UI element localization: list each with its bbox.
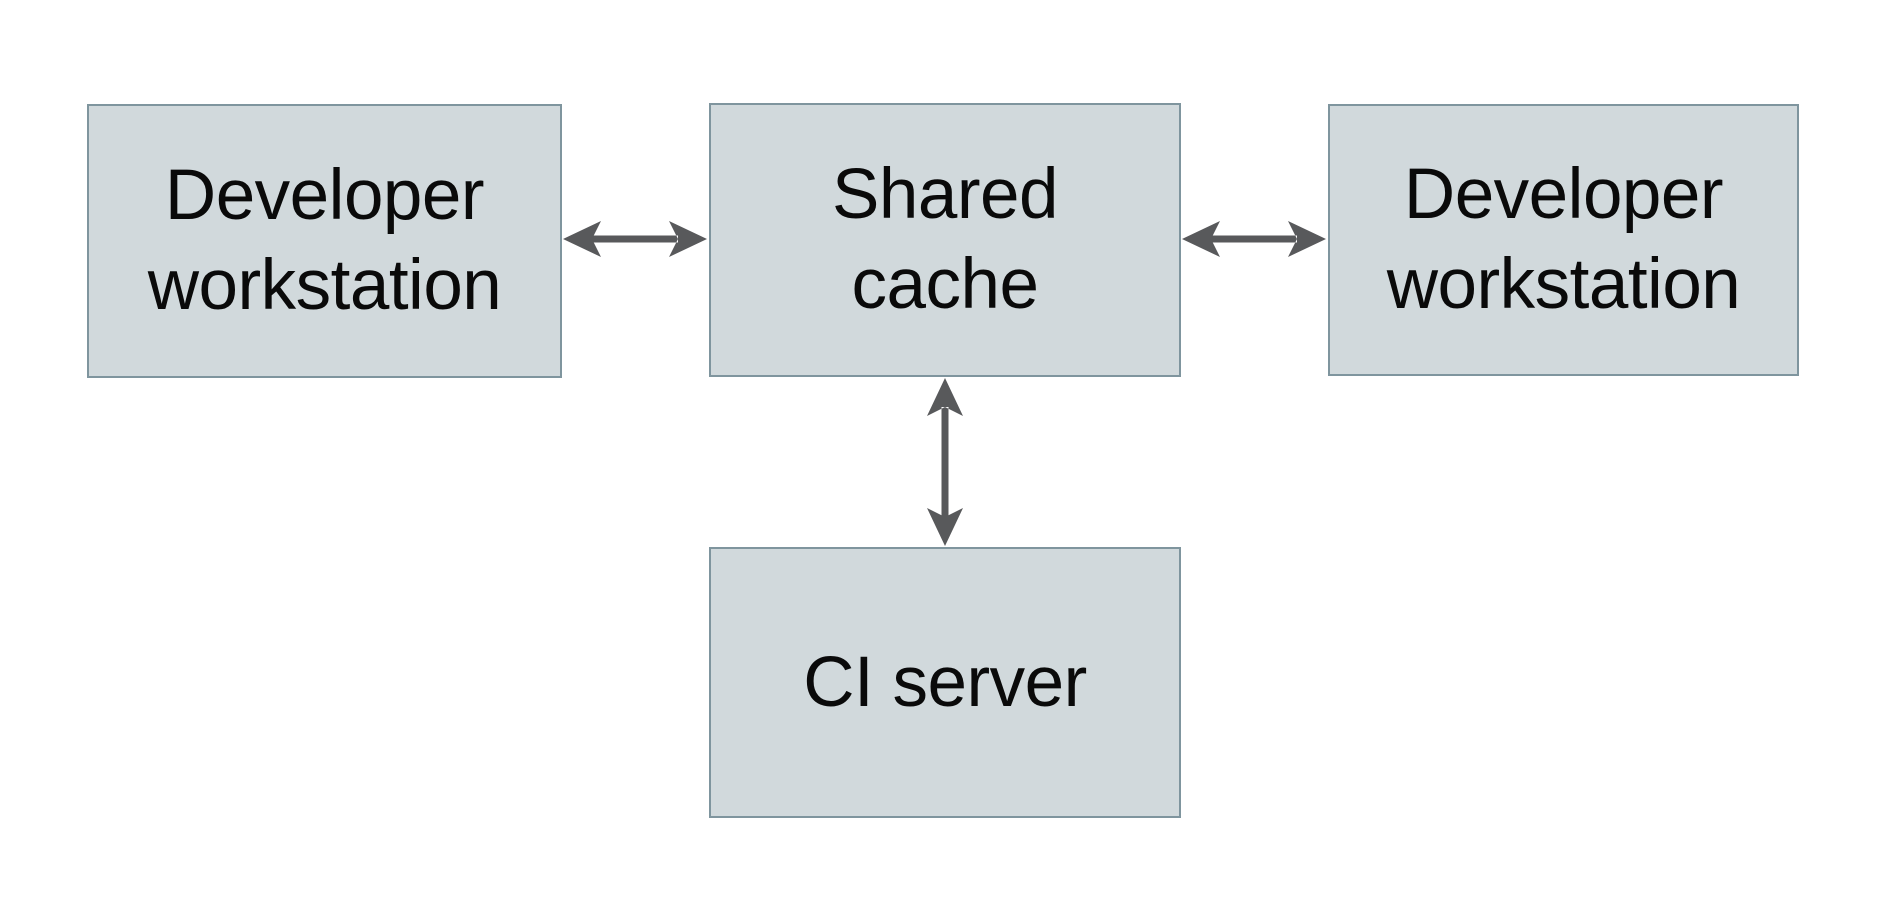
- node-developer-workstation-left: Developer workstation: [87, 104, 562, 378]
- node-developer-workstation-right-label: Developer workstation: [1386, 155, 1741, 324]
- node-shared-cache-label: Shared cache: [832, 155, 1058, 324]
- node-developer-workstation-left-label: Developer workstation: [147, 156, 502, 325]
- double-arrow-left-workstation-shared-cache: [563, 221, 707, 257]
- node-developer-workstation-right: Developer workstation: [1328, 104, 1799, 376]
- double-arrow-shared-cache-ci-server: [927, 378, 963, 546]
- node-ci-server: CI server: [709, 547, 1181, 818]
- node-shared-cache: Shared cache: [709, 103, 1181, 377]
- double-arrow-shared-cache-right-workstation: [1182, 221, 1326, 257]
- node-ci-server-label: CI server: [803, 642, 1087, 722]
